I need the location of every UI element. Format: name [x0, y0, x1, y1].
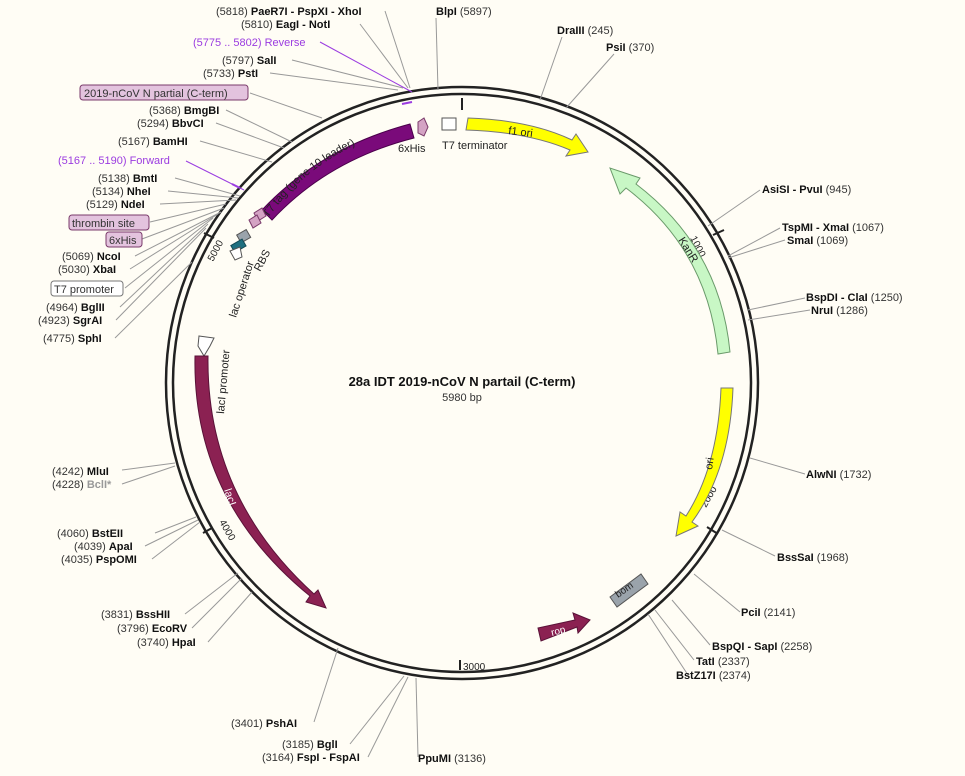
ori-label: ori: [703, 457, 717, 471]
site-bstz17i[interactable]: BstZ17I (2374): [676, 670, 751, 682]
site-hpai[interactable]: (3740) HpaI: [137, 637, 196, 649]
feature-laci[interactable]: lacI: [194, 355, 327, 609]
feature-box-6xhis[interactable]: 6xHis: [105, 231, 143, 248]
feature-rop[interactable]: rop: [537, 612, 591, 642]
backbone: [164, 85, 760, 681]
site-draiii[interactable]: DraIII (245): [557, 25, 613, 37]
site-fspi[interactable]: (3164) FspI - FspAI: [262, 752, 360, 764]
site-nrui[interactable]: NruI (1286): [811, 305, 868, 317]
laci-promoter-label: lacI promoter: [215, 349, 233, 414]
tick-marks: [202, 98, 725, 670]
site-pshai[interactable]: (3401) PshAI: [231, 718, 297, 730]
feature-box-t7-promoter[interactable]: T7 promoter: [50, 280, 124, 297]
site-bsssai[interactable]: BssSaI (1968): [777, 552, 849, 564]
rbs-label: RBS: [252, 248, 273, 274]
primer-reverse[interactable]: (5775 .. 5802) Reverse: [193, 37, 306, 49]
primer-lines: [185, 41, 413, 191]
site-tspmi[interactable]: TspMI - XmaI (1067): [782, 222, 884, 234]
site-pcii[interactable]: PciI (2141): [741, 607, 795, 619]
tick-5000: [203, 232, 215, 239]
feature-t7-terminator[interactable]: T7 terminator: [441, 117, 508, 152]
plasmid-size: 5980 bp: [442, 392, 482, 404]
f1-ori-label: f1 ori: [508, 125, 534, 140]
feature-ori[interactable]: ori: [675, 387, 734, 537]
his-top-label: 6xHis: [398, 143, 426, 155]
site-psii[interactable]: PsiI (370): [606, 42, 654, 54]
site-alwni[interactable]: AlwNI (1732): [806, 469, 871, 481]
site-tati[interactable]: TatI (2337): [696, 656, 750, 668]
site-apai[interactable]: (4039) ApaI: [74, 541, 133, 553]
lac-operator-label: lac operator: [227, 260, 256, 319]
thrombin-label: thrombin site: [72, 218, 135, 230]
t7-promoter-label: T7 promoter: [54, 284, 114, 296]
site-ecorv[interactable]: (3796) EcoRV: [117, 623, 188, 635]
site-bbvci[interactable]: (5294) BbvCI: [137, 118, 204, 130]
6xhis-label: 6xHis: [109, 235, 137, 247]
rop-label: rop: [550, 624, 567, 638]
tick-1000: [712, 229, 725, 236]
site-bspqi[interactable]: BspQI - SapI (2258): [712, 641, 812, 653]
laci-label: lacI: [221, 487, 238, 507]
site-eagi[interactable]: (5810) EagI - NotI: [241, 19, 330, 31]
site-bamhi[interactable]: (5167) BamHI: [118, 136, 188, 148]
site-bsteii[interactable]: (4060) BstEII: [57, 528, 123, 540]
feature-f1-ori[interactable]: f1 ori: [465, 117, 589, 157]
site-mlui[interactable]: (4242) MluI: [52, 466, 109, 478]
feature-bom[interactable]: bom: [609, 573, 649, 608]
site-bmti[interactable]: (5138) BmtI: [98, 173, 157, 185]
leader-lines: [114, 10, 811, 758]
site-ncoi[interactable]: (5069) NcoI: [62, 251, 121, 263]
site-psti[interactable]: (5733) PstI: [203, 68, 258, 80]
site-sali[interactable]: (5797) SalI: [222, 55, 276, 67]
site-bmgbi[interactable]: (5368) BmgBI: [149, 105, 219, 117]
site-bglii[interactable]: (4964) BglII: [46, 302, 105, 314]
site-blpi[interactable]: BlpI (5897): [436, 6, 492, 18]
site-bspdi[interactable]: BspDI - ClaI (1250): [806, 292, 903, 304]
site-pspomi[interactable]: (4035) PspOMI: [61, 554, 137, 566]
feature-laci-promoter[interactable]: lacI promoter: [197, 335, 233, 414]
site-sphi[interactable]: (4775) SphI: [43, 333, 102, 345]
site-bsshii[interactable]: (3831) BssHII: [101, 609, 170, 621]
plasmid-title: 28a IDT 2019-nCoV N partail (C-term): [349, 374, 576, 389]
feature-box-thrombin[interactable]: thrombin site: [68, 214, 150, 231]
tick-2000: [706, 526, 719, 535]
t7-terminator-label: T7 terminator: [442, 140, 508, 152]
site-ppumi[interactable]: PpuMI (3136): [418, 753, 486, 765]
site-nhei[interactable]: (5134) NheI: [92, 186, 151, 198]
feature-box-ncov[interactable]: 2019-nCoV N partial (C-term): [79, 84, 249, 101]
site-sgrai[interactable]: (4923) SgrAI: [38, 315, 102, 327]
tick-label-3000: 3000: [463, 662, 486, 673]
site-ndei[interactable]: (5129) NdeI: [86, 199, 145, 211]
site-smai[interactable]: SmaI (1069): [787, 235, 848, 247]
feature-t7-promoter-arrow[interactable]: [229, 246, 243, 261]
ncov-label: 2019-nCoV N partial (C-term): [84, 88, 228, 100]
site-xbai[interactable]: (5030) XbaI: [58, 264, 116, 276]
primer-forward[interactable]: (5167 .. 5190) Forward: [58, 155, 170, 167]
feature-his-top[interactable]: 6xHis: [398, 117, 429, 155]
feature-his-arrow[interactable]: [248, 214, 262, 229]
feature-kanr[interactable]: KanR: [609, 167, 731, 355]
site-bcli[interactable]: (4228) BclI*: [52, 479, 112, 491]
site-paer7i[interactable]: (5818) PaeR7I - PspXI - XhoI: [216, 6, 362, 18]
site-asisi[interactable]: AsiSI - PvuI (945): [762, 184, 851, 196]
site-bgli[interactable]: (3185) BglI: [282, 739, 338, 751]
tick-4000: [202, 527, 213, 534]
